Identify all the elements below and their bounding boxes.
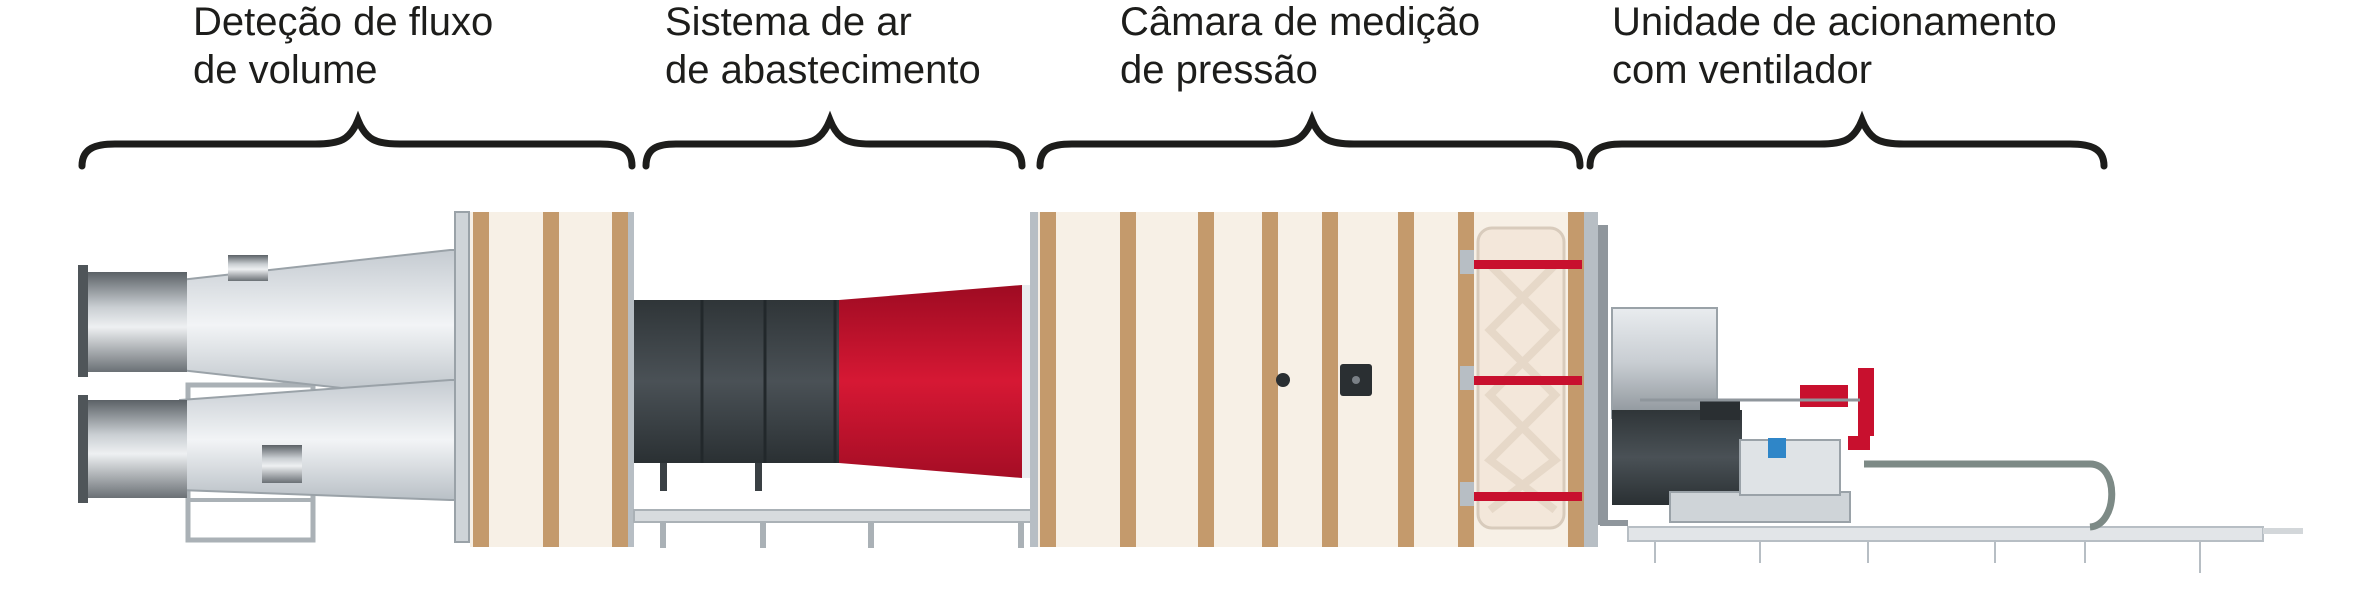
chamber-panel-section-1 [470,212,634,547]
pressure-measurement-chamber [1038,212,1584,547]
section-label-line: Sistema de ar [665,0,912,44]
rail [633,509,1035,523]
transition-red [839,285,1022,478]
section-label-volume-flow: Deteção de fluxo de volume [193,0,493,94]
cable [1864,460,2116,531]
brace-fan-drive [1586,110,2108,170]
section-label-line: Câmara de medição [1120,0,1481,44]
section-label-line: de pressão [1120,48,1318,92]
section-label-line: de volume [193,48,378,92]
section-label-line: Deteção de fluxo [193,0,494,44]
section-label-supply-air: Sistema de ar de abastecimento [665,0,981,94]
door-strap [1470,376,1582,385]
duct-dark [634,300,839,463]
supply-air-system [633,212,1038,548]
cone-upper [179,249,471,401]
section-label-line: de abastecimento [665,48,981,92]
door-strap [1470,260,1582,269]
brace-supply-air [642,110,1026,170]
measuring-nozzle-lower [82,400,187,498]
brace-volume-flow [78,110,636,170]
coupling [1768,438,1786,458]
section-label-line: com ventilador [1612,48,1873,92]
section-label-fan-drive: Unidade de acionamento com ventilador [1612,0,2057,94]
volume-flow-detection [78,211,471,543]
brace-pressure-chamber [1036,110,1584,170]
pressure-port [1276,373,1290,387]
base-frame [1627,526,2264,542]
motor [1612,410,1742,505]
section-label-line: Unidade de acionamento [1612,0,2057,44]
drive-bed [1669,491,1851,523]
small-nozzle-lower [262,445,302,483]
section-label-pressure-chamber: Câmara de medição de pressão [1120,0,1480,94]
door-strap [1470,492,1582,501]
measuring-nozzle-upper [82,272,187,372]
cone-lower [179,379,471,501]
small-nozzle-upper [228,255,268,281]
brace-group [78,110,2108,170]
fan-drive-unit [1584,212,2303,573]
